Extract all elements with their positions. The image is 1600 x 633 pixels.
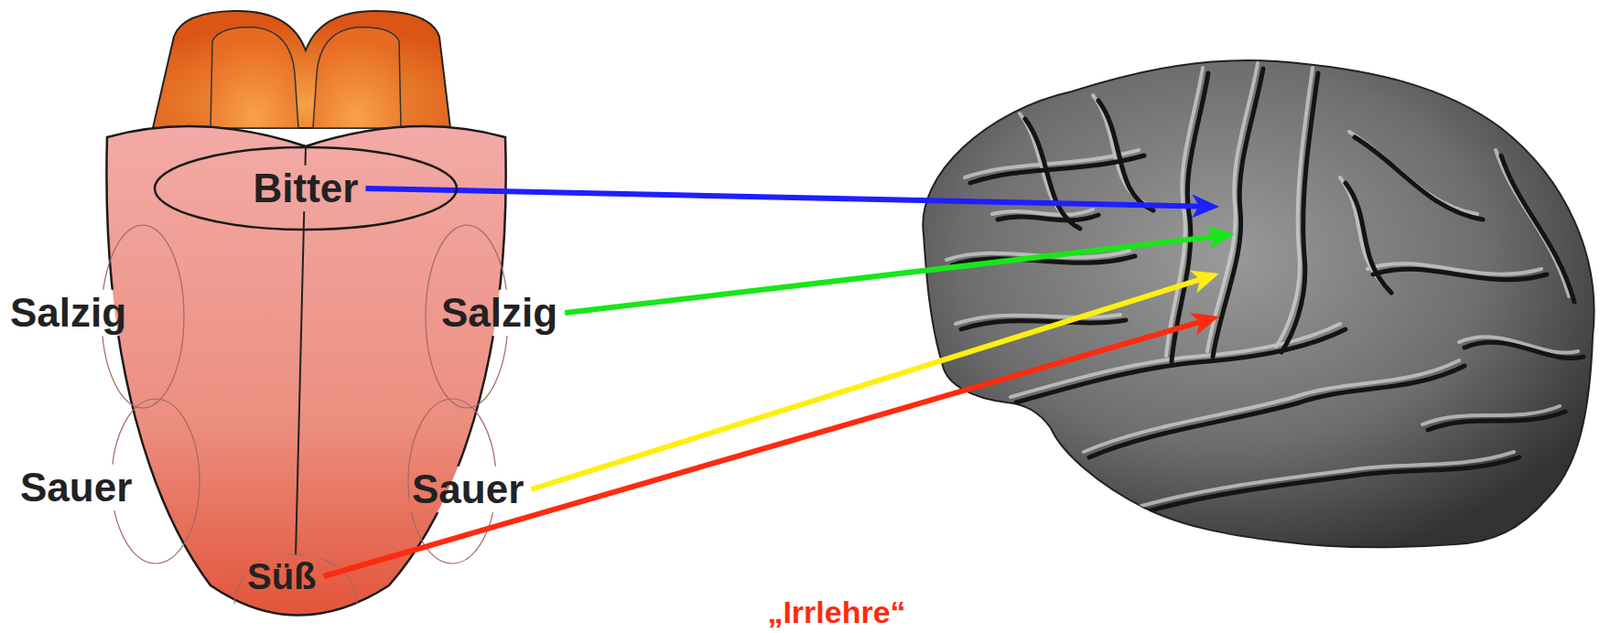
- taste-pathway-arrow: [324, 320, 1207, 577]
- taste-label: Bitter: [253, 166, 359, 211]
- taste-label: Salzig: [441, 291, 558, 336]
- tongue-root: [152, 10, 451, 129]
- taste-label: Süß: [247, 556, 317, 597]
- brain-picture: [922, 60, 1594, 548]
- taste-zone-ellipse: Bitter: [152, 145, 459, 232]
- taste-pathway-arrow: [530, 277, 1206, 489]
- taste-label: Sauer: [20, 465, 132, 510]
- taste-label: Salzig: [10, 291, 127, 336]
- taste-pathway-arrow: [365, 188, 1206, 207]
- note-text: „Irrlehre“: [767, 595, 906, 630]
- taste-label: Sauer: [411, 467, 524, 512]
